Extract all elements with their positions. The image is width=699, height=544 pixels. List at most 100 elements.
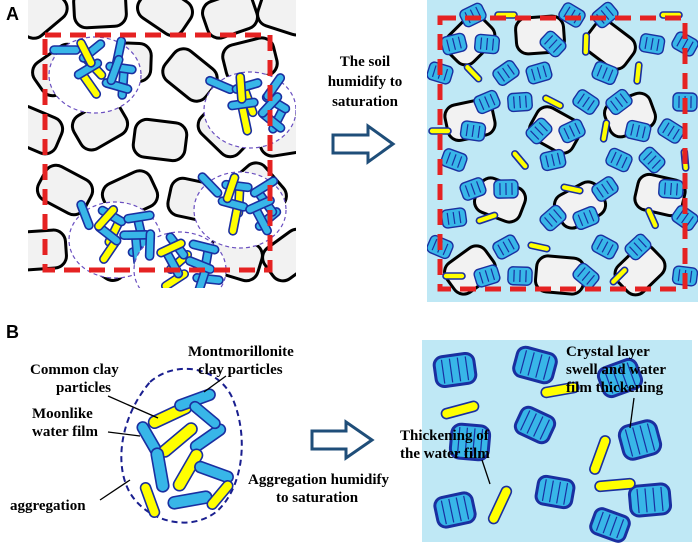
aggregation-particles [136, 388, 234, 519]
label-common-clay-2: particles [56, 380, 111, 396]
swollen-clay-particle [558, 2, 586, 28]
leader-thickening [481, 459, 491, 485]
swollen-clay-particle [440, 207, 468, 229]
swollen-clay-particle [459, 120, 487, 142]
right-arrow-icon-b [310, 419, 375, 461]
swollen-clay-particle [525, 117, 553, 145]
swollen-clay-particle [591, 234, 619, 260]
water-film-rod [599, 119, 611, 143]
swollen-clay-particle [591, 60, 619, 86]
swollen-clay-particle [507, 266, 533, 286]
montmorillonite-rod [188, 239, 220, 255]
water-film-rod [542, 94, 564, 110]
panel-a-letter: A [6, 4, 19, 24]
swollen-clay-particle [572, 89, 600, 115]
soil-grain [201, 0, 259, 40]
label-aggregation: aggregation [10, 498, 86, 514]
common-clay-rod [156, 238, 186, 258]
water-film-rod [527, 241, 551, 253]
montmorillonite-rod [106, 54, 124, 86]
swollen-clay-particle [539, 148, 567, 172]
swollen-clay-particle [658, 178, 684, 200]
soil-grain [28, 228, 68, 272]
water-film-rod [609, 266, 629, 286]
common-clay-rod [139, 481, 161, 519]
swollen-clay-particle [539, 204, 567, 232]
swollen-clay-particle [473, 89, 501, 115]
swollen-clay-particle [492, 60, 520, 86]
swollen-clay-particle [624, 233, 652, 261]
swollen-clay-particle [433, 491, 477, 529]
arrow-text-line-1: The soil [340, 54, 390, 70]
swollen-clay-particle [525, 61, 553, 85]
swollen-clay-particle [493, 179, 519, 199]
swollen-clay-particle [589, 507, 631, 543]
swollen-clay-particle [513, 405, 557, 445]
label-thickening-1: Thickening of [400, 428, 490, 444]
water-film-rod [475, 211, 499, 225]
montmorillonite-rod [197, 172, 223, 198]
soil-grain [28, 0, 69, 40]
soil-grain [72, 0, 128, 30]
panel-b-letter: B [6, 322, 19, 342]
swollen-clay-particle [459, 177, 487, 201]
water-film-rod [442, 272, 466, 280]
unsaturated-soil-illustration [28, 0, 296, 288]
soil-grain [136, 0, 194, 38]
montmorillonite-rod [144, 229, 156, 261]
montmorillonite-rod [167, 490, 213, 510]
label-montmorillonite-1: Montmorillonite [188, 344, 294, 360]
leader-lines [99, 375, 227, 501]
montmorillonite-rod [257, 92, 283, 118]
water-film-rod [581, 32, 591, 56]
montmorillonite-rod [76, 199, 94, 231]
swollen-clay-particle [624, 119, 652, 143]
label-crystal-2: swell and water [566, 362, 666, 378]
dashed-frame-left [42, 32, 273, 273]
water-film-rod [440, 400, 480, 420]
common-clay-rod [76, 38, 96, 68]
label-moonlike-1: Moonlike [32, 406, 93, 422]
swollen-clay-particle [627, 482, 673, 518]
swollen-clay-particle [671, 31, 698, 57]
arrow-text-line-3: saturation [332, 94, 398, 110]
swollen-clay-particle [605, 147, 633, 173]
label-common-clay-1: Common clay [30, 362, 119, 378]
montmorillonite-rod [49, 45, 81, 55]
water-film-rod [589, 435, 611, 475]
montmorillonite-rod [123, 210, 155, 224]
soil-grain [28, 104, 65, 156]
swollen-clay-particle [440, 148, 468, 172]
swollen-clay-particle [512, 345, 558, 385]
swollen-clay-particle [596, 357, 644, 399]
label-crystal-3: film thickening [566, 380, 664, 396]
swollen-particles-illustration [422, 340, 692, 543]
swollen-clay-particle [558, 118, 586, 144]
swollen-clay-particle [492, 234, 520, 260]
water-film-rod [560, 183, 584, 195]
water-film-rod [487, 485, 513, 525]
label-moonlike-2: water film [32, 424, 98, 440]
swollen-clay-particle [638, 146, 666, 174]
common-clay-rod [93, 205, 119, 231]
swollen-particles [432, 345, 673, 543]
right-arrow-icon [331, 123, 396, 165]
swollen-clay-particle [572, 205, 600, 231]
water-film-rod [633, 61, 643, 85]
swollen-clay-particle [638, 33, 666, 55]
swollen-clay-particle [507, 91, 533, 113]
swollen-clay-particle [539, 30, 567, 58]
swollen-clay-particle [534, 474, 576, 510]
aggregation-boundary [120, 367, 243, 524]
montmorillonite-rod [194, 460, 234, 484]
swollen-clay-particle [473, 33, 501, 55]
common-clay-rod [172, 448, 204, 492]
soil-grain [131, 117, 189, 163]
water-film-rod [644, 206, 660, 230]
soil-grain [256, 0, 296, 37]
montmorillonite-rod [249, 176, 279, 198]
soil-grain [583, 19, 637, 71]
swollen-clay-particle [432, 351, 478, 389]
common-clay-rod [235, 72, 247, 104]
swollen-clay-particle [605, 88, 633, 116]
